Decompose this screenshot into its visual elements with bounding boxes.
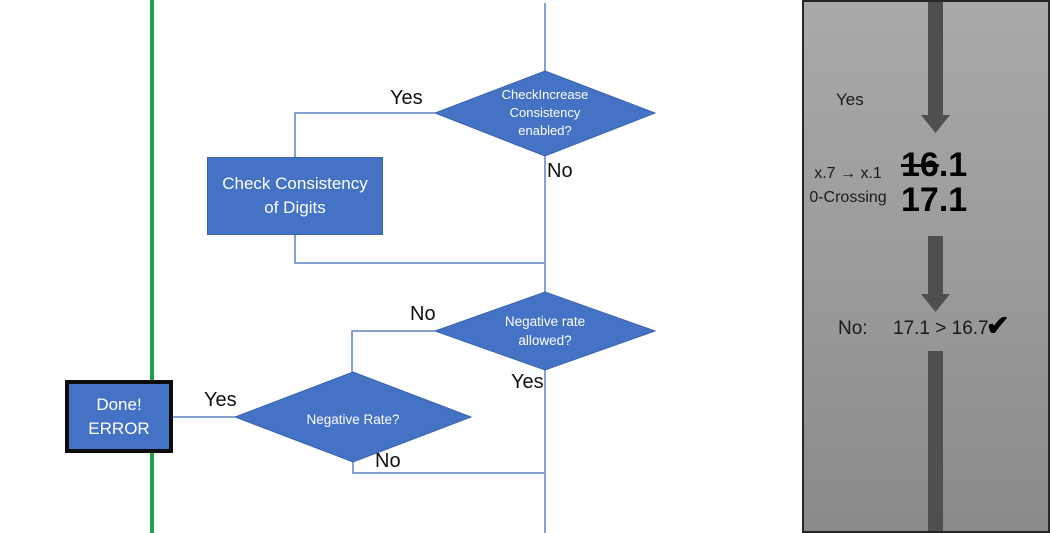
- decision-negative-rate-allowed-shape: [433, 291, 657, 371]
- terminator-done-error-box: Done! ERROR: [65, 380, 173, 453]
- decision-negative-rate-shape: [233, 371, 473, 463]
- process-check-consistency-box: Check Consistency of Digits: [207, 157, 383, 235]
- old-value: 16.1: [901, 148, 967, 183]
- decision-check-increase-line1: CheckIncrease: [501, 87, 589, 102]
- decision-negative-rate-allowed-line1: Negative rate: [504, 314, 586, 329]
- process-line1: Check Consistency: [222, 174, 368, 193]
- decision-check-increase-shape: [433, 70, 657, 157]
- edge-label-yes-mid: Yes: [511, 371, 544, 393]
- panel-result-row: No: 17.1 > 16.7 ✔: [804, 310, 1048, 349]
- edge-label-yes-top: Yes: [390, 87, 423, 109]
- connector-decision3-to-main: [352, 462, 544, 474]
- arrow3-shaft: [928, 351, 943, 531]
- panel-yes-label: Yes: [836, 90, 864, 109]
- connector-process-to-main: [294, 235, 544, 264]
- process-line2: of Digits: [264, 198, 326, 217]
- arrow2-head-icon: [921, 294, 950, 312]
- panel-rule-line1: x.7 → x.1: [814, 165, 882, 182]
- panel-values: 16.1 17.1: [901, 148, 967, 218]
- flow-arrows: [921, 2, 950, 531]
- decision-negative-rate-allowed-label: Negative rate allowed?: [465, 312, 625, 350]
- result-label: No:: [838, 318, 868, 339]
- process-check-consistency-label: Check Consistency of Digits: [222, 172, 368, 220]
- edge-label-no-mid: No: [410, 303, 436, 325]
- green-divider-line: [150, 0, 154, 533]
- done-line2: ERROR: [88, 418, 150, 438]
- decision-negative-rate-allowed-line2: allowed?: [518, 333, 572, 348]
- result-comparison: 17.1 > 16.7: [893, 318, 989, 339]
- arrow1-head-icon: [921, 115, 950, 133]
- connector-yes-to-process: [294, 112, 435, 157]
- decision-negative-rate-label: Negative Rate?: [306, 412, 400, 427]
- panel-rule-text: x.7 → x.1 0-Crossing: [804, 162, 892, 210]
- edge-label-no-top: No: [547, 160, 573, 182]
- gray-annotation-panel: Yes x.7 → x.1 0-Crossing 16.1 17.1 No: 1…: [802, 0, 1050, 533]
- done-line1: Done!: [96, 394, 142, 414]
- panel-rule-line2: 0-Crossing: [809, 189, 887, 206]
- old-value-rest: .1: [938, 146, 968, 184]
- arrow2-shaft: [928, 236, 943, 294]
- checkmark-icon: ✔: [986, 310, 1010, 341]
- decision-check-increase-line3: enabled?: [518, 123, 572, 138]
- connector-no-to-decision3: [351, 330, 435, 372]
- arrow1-shaft: [928, 2, 943, 115]
- new-value: 17.1: [901, 181, 968, 219]
- terminator-done-error-label: Done! ERROR: [88, 393, 149, 441]
- decision-check-increase-line2: Consistency: [509, 105, 581, 120]
- decision-check-increase-label: CheckIncrease Consistency enabled?: [465, 86, 625, 140]
- edge-label-no-bottom: No: [375, 450, 401, 472]
- edge-label-yes-done: Yes: [204, 389, 237, 411]
- old-value-struck: 16: [901, 146, 939, 184]
